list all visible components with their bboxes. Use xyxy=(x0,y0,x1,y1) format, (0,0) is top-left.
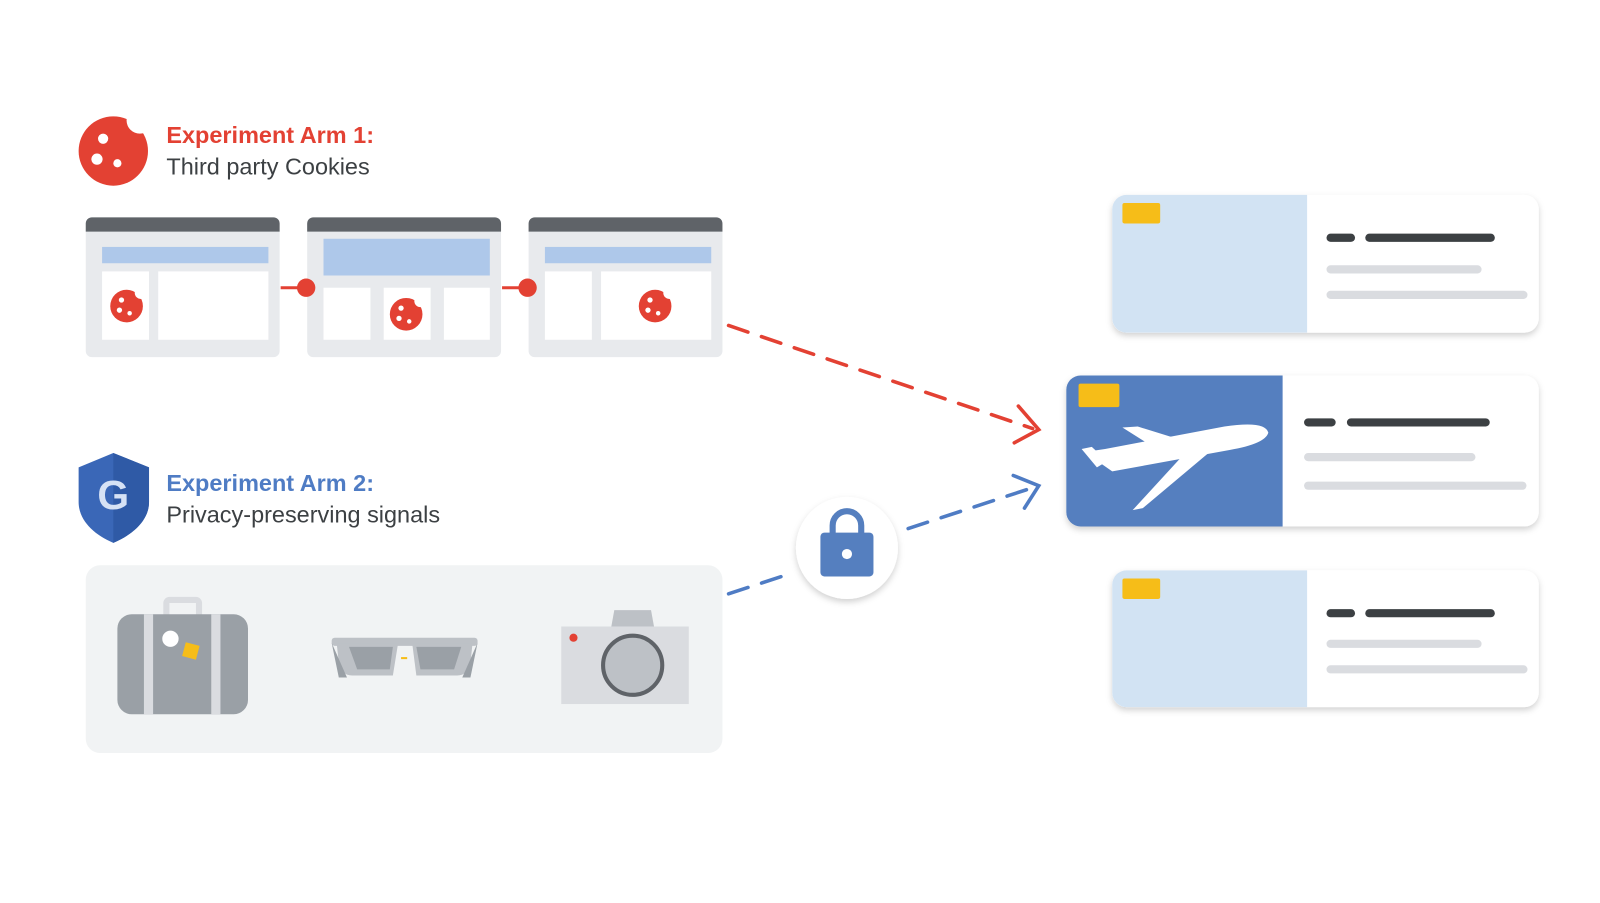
arm2-arrow xyxy=(726,473,1042,596)
lock-badge xyxy=(795,496,898,599)
camera-icon xyxy=(561,610,689,705)
ad-card-top xyxy=(1112,194,1539,333)
arm2-subtitle: Privacy-preserving signals xyxy=(166,501,440,527)
sunglasses-icon xyxy=(331,637,478,678)
browser-window-3 xyxy=(528,217,723,358)
ad-card-airplane xyxy=(1066,375,1539,527)
arm2-title: Experiment Arm 2: xyxy=(166,470,374,496)
arm1-arrow xyxy=(726,323,1042,445)
window-connectors xyxy=(280,278,537,297)
lock-icon xyxy=(829,508,865,538)
svg-text:G: G xyxy=(97,472,129,518)
airplane-icon xyxy=(1081,424,1269,511)
browser-window-1 xyxy=(85,217,280,358)
browser-window-2 xyxy=(307,217,502,358)
ad-card-bottom xyxy=(1112,570,1539,708)
arm2-google-shield-icon: G xyxy=(78,453,150,543)
suitcase-icon xyxy=(117,596,248,715)
arm1-title: Experiment Arm 1: xyxy=(166,122,374,148)
arm1-subtitle: Third party Cookies xyxy=(166,153,369,179)
arm1-cookie-icon xyxy=(78,107,154,186)
